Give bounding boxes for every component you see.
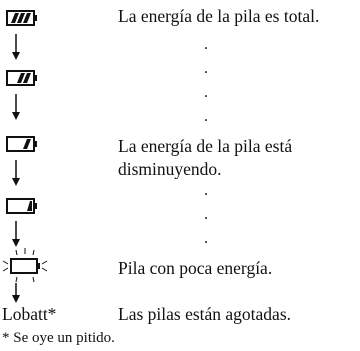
- ellipsis-dot: .: [204, 206, 208, 223]
- footnote: * Se oye un pitido.: [2, 330, 115, 346]
- arrow-down-icon: [10, 283, 22, 303]
- battery-one-third-icon: [6, 136, 38, 152]
- decreasing-energy-text-line1: La energía de la pila está: [118, 136, 293, 156]
- ellipsis-dot: .: [204, 36, 208, 53]
- ellipsis-dot: .: [204, 60, 208, 77]
- battery-full-icon: [6, 10, 38, 26]
- lobatt-label: Lobatt*: [2, 304, 57, 324]
- arrow-down-icon: [10, 160, 22, 186]
- full-energy-text: La energía de la pila es total.: [118, 6, 320, 26]
- ellipsis-dot: .: [204, 230, 208, 247]
- arrow-down-icon: [10, 221, 22, 247]
- battery-low-icon: [6, 198, 38, 214]
- ellipsis-dot: .: [204, 84, 208, 101]
- battery-empty-flashing-icon: [2, 248, 48, 284]
- ellipsis-dot: .: [204, 182, 208, 199]
- battery-two-thirds-icon: [6, 70, 38, 86]
- arrow-down-icon: [10, 94, 22, 120]
- ellipsis-dot: .: [204, 108, 208, 125]
- low-energy-text: Pila con poca energía.: [118, 258, 273, 278]
- depleted-text: Las pilas están agotadas.: [118, 304, 292, 324]
- arrow-down-icon: [10, 34, 22, 60]
- decreasing-energy-text-line2: disminuyendo.: [118, 159, 222, 179]
